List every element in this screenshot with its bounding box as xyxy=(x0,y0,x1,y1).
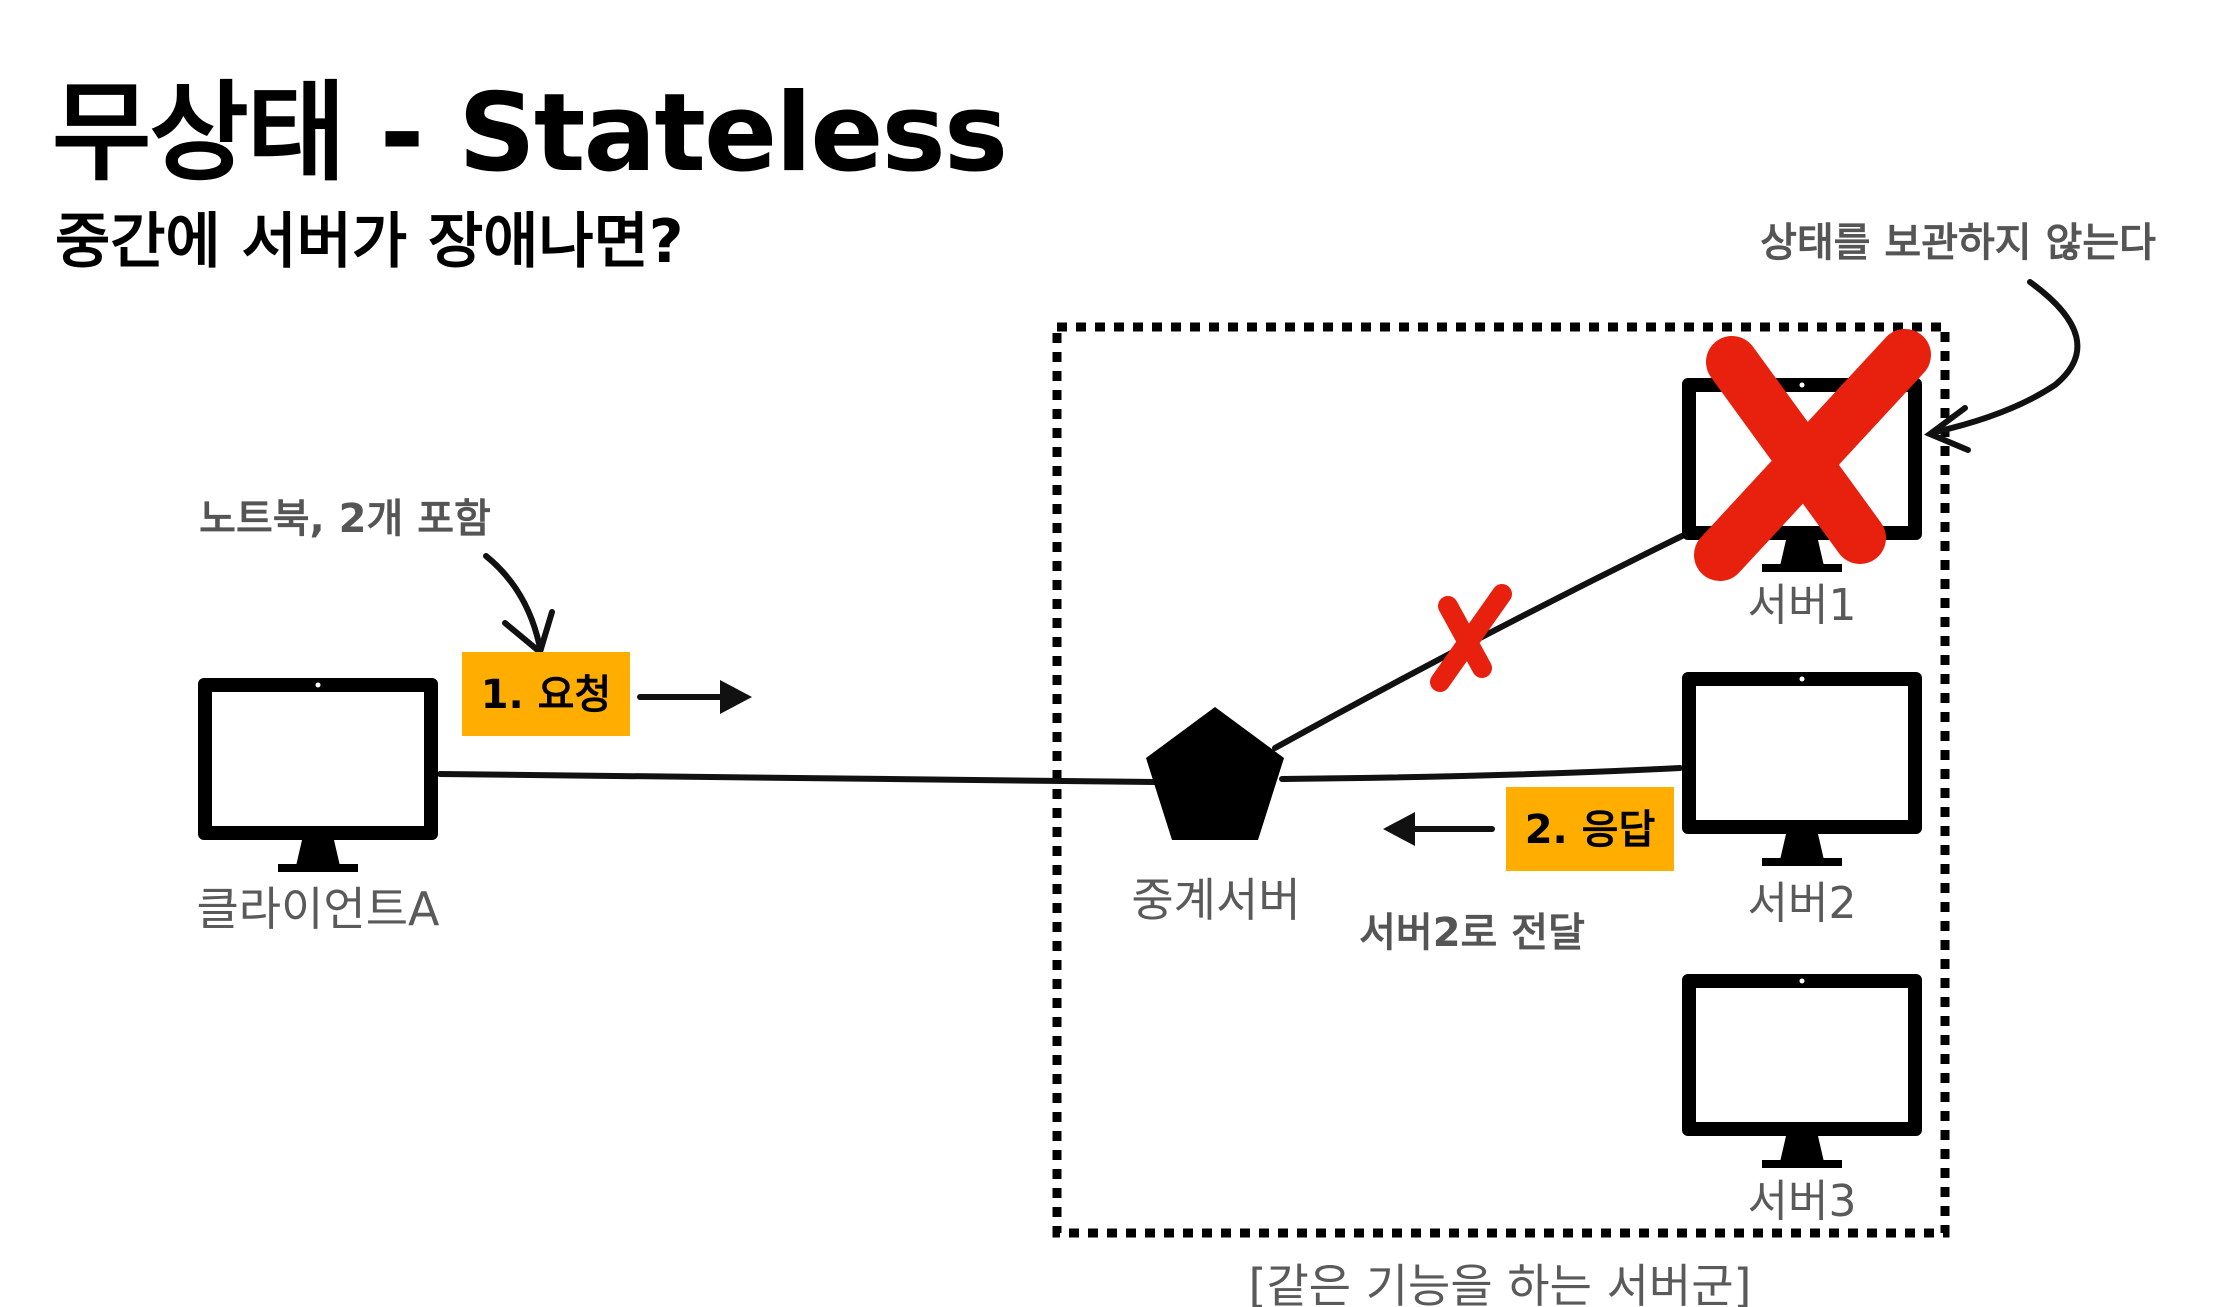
wire-client-relay xyxy=(437,771,1158,785)
note-arrow xyxy=(483,553,543,651)
server1-label: 서버1 xyxy=(1748,580,1857,631)
server2-label: 서버2 xyxy=(1748,878,1857,929)
request-badge-text: 1. 요청 xyxy=(481,672,612,718)
stateless-arrow xyxy=(1932,279,2081,435)
client-label: 클라이언트A xyxy=(196,882,440,936)
forward-note: 서버2로 전달 xyxy=(1359,910,1585,956)
relay-pentagon-icon xyxy=(1146,707,1284,840)
page-title: 무상태 - Stateless xyxy=(52,71,1006,196)
stateless-note: 상태를 보관하지 않는다 xyxy=(1760,220,2156,266)
wire-relay-server2 xyxy=(1279,765,1683,782)
server3-label: 서버3 xyxy=(1748,1176,1857,1227)
laptop-note: 노트북, 2개 포함 xyxy=(199,496,491,542)
relay-label: 중계서버 xyxy=(1131,873,1300,927)
request-arrow-head xyxy=(720,680,752,714)
response-badge xyxy=(1506,787,1674,871)
broken-link-icon xyxy=(1430,584,1512,692)
server1-failure-icon xyxy=(1694,329,1931,581)
server-group-label: [같은 기능을 하는 서버군] xyxy=(1249,1259,1752,1307)
client-monitor-icon xyxy=(198,678,438,872)
page-subtitle: 중간에 서버가 장애나면? xyxy=(55,207,684,277)
server3-monitor-icon xyxy=(1682,974,1922,1168)
request-badge xyxy=(462,652,630,736)
response-badge-text: 2. 응답 xyxy=(1525,807,1656,853)
response-arrow-head xyxy=(1383,812,1415,846)
server2-monitor-icon xyxy=(1682,672,1922,866)
stateless-arrow-head xyxy=(1923,405,1971,453)
